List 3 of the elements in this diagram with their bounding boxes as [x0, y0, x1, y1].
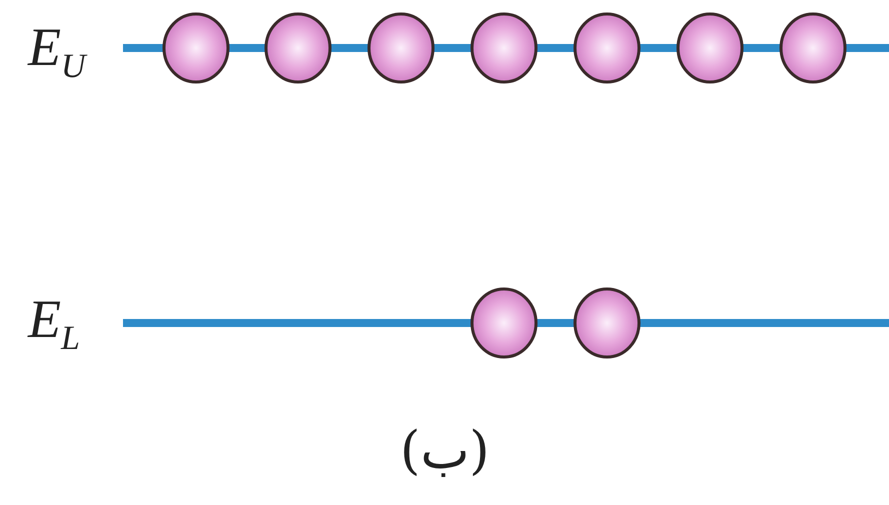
energy-level-label: E$_{U}$ — [28, 20, 86, 84]
energy-level-label: E$_{L}$ — [28, 292, 80, 356]
figure-caption: (ب) — [400, 425, 490, 477]
